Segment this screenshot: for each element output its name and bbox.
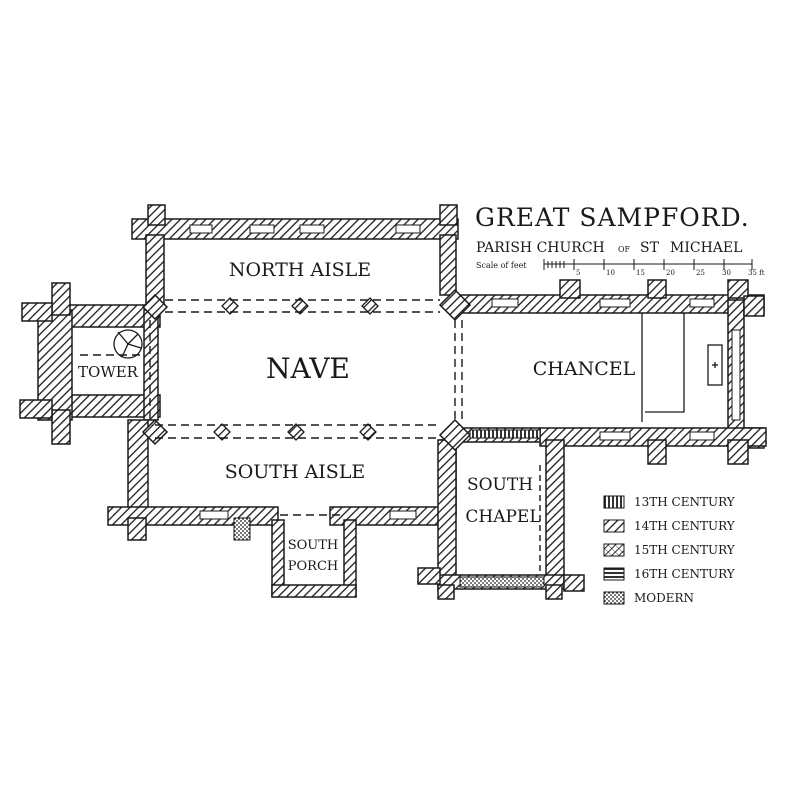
chapel-se-buttress-v: [545, 584, 563, 600]
chancel-s-buttress-1: [647, 439, 667, 465]
scale-tick-20: 20: [666, 269, 675, 277]
arcade-lines: [80, 299, 463, 516]
south-column-1: [213, 423, 231, 441]
legend-label-16th: 16TH CENTURY: [634, 567, 736, 581]
legend-item: 15TH CENTURY: [603, 543, 736, 557]
north-arcade: [221, 297, 379, 315]
ne-buttress: [439, 204, 458, 226]
label-south-aisle: SOUTH AISLE: [225, 461, 366, 483]
subtitle-of: OF: [618, 245, 631, 254]
scale-tick-10: 10: [606, 269, 615, 277]
chancel-se-buttress: [727, 439, 749, 465]
legend-item: 16TH CENTURY: [603, 567, 736, 581]
north-column-2: [291, 297, 309, 315]
tower-nw-buttress-h: [21, 302, 53, 322]
south-column-2: [287, 423, 305, 441]
label-south-porch-1: SOUTH: [288, 538, 339, 553]
scale-bar: [543, 259, 753, 270]
north-column-1: [221, 297, 239, 315]
label-tower: TOWER: [78, 363, 139, 381]
scale-tick-25: 25: [696, 269, 705, 277]
north-aisle-north-wall: [131, 218, 459, 240]
scale-tick-35: 35 ft: [748, 269, 765, 277]
chapel-sw-buttress: [417, 567, 441, 585]
label-nave: NAVE: [266, 352, 350, 385]
label-north-aisle: NORTH AISLE: [229, 259, 371, 281]
legend-swatch-14th: [603, 519, 625, 533]
chancel-ne-buttress: [727, 279, 749, 299]
chapel-se-buttress: [563, 574, 585, 592]
sw-buttress: [127, 517, 147, 541]
legend-item: MODERN: [603, 591, 694, 605]
chapel-sw-buttress-v: [437, 584, 455, 600]
thirteenth-century-section: [469, 429, 541, 439]
title-block: GREAT SAMPFORD. PARISH CHURCH OF ST MICH…: [475, 203, 765, 277]
south-arcade: [213, 423, 377, 441]
legend: 13TH CENTURY 14TH CENTURY 15TH CENTURY 1…: [603, 495, 736, 605]
legend-label-14th: 14TH CENTURY: [634, 519, 736, 533]
plan-title: GREAT SAMPFORD.: [475, 203, 750, 232]
chancel-n-buttress-1: [559, 279, 581, 299]
label-chancel: CHANCEL: [533, 358, 636, 380]
spiral-stair-icon: [113, 329, 143, 359]
chapel-west-wall: [437, 439, 457, 581]
tower-nw-buttress-v: [51, 282, 71, 316]
tower-sw-buttress-h: [19, 399, 53, 419]
north-column-3: [361, 297, 379, 315]
scale-tick-15: 15: [636, 269, 645, 277]
modern-buttress: [233, 517, 251, 541]
legend-item: 14TH CENTURY: [603, 519, 736, 533]
chapel-east-wall: [545, 439, 565, 581]
north-aisle-east-wall: [439, 234, 457, 296]
piers: [141, 288, 472, 452]
room-labels: NORTH AISLE NAVE CHANCEL TOWER SOUTH AIS…: [78, 259, 636, 574]
subtitle-part1: PARISH CHURCH: [476, 240, 605, 256]
subtitle-st: ST: [640, 240, 660, 256]
label-south-chapel-2: CHAPEL: [465, 507, 540, 527]
legend-label-13th: 13TH CENTURY: [634, 495, 736, 509]
nw-buttress: [147, 204, 166, 226]
chancel-n-buttress-2: [647, 279, 667, 299]
south-column-3: [359, 423, 377, 441]
tower-sw-buttress-v: [51, 409, 71, 445]
legend-item: 13TH CENTURY: [603, 495, 736, 509]
sanctuary: [641, 313, 723, 422]
legend-swatch-15th: [603, 543, 625, 557]
label-south-chapel-1: SOUTH: [467, 475, 533, 495]
chancel-arch-south-pier: [438, 418, 472, 452]
porch-south-wall: [271, 584, 357, 598]
scale-label: Scale of feet: [476, 261, 527, 270]
legend-label-modern: MODERN: [634, 591, 694, 605]
legend-swatch-modern: [603, 591, 625, 605]
label-south-porch-2: PORCH: [288, 559, 338, 574]
legend-swatch-13th: [603, 495, 625, 509]
subtitle-part2: MICHAEL: [670, 240, 742, 256]
legend-label-15th: 15TH CENTURY: [634, 543, 736, 557]
chancel-east-buttress-n: [743, 295, 765, 317]
tower-east-wall: [143, 309, 159, 421]
scale-tick-5: 5: [576, 269, 580, 277]
scale-tick-30: 30: [722, 269, 731, 277]
scale-ticks: 5 10 15 20 25 30 35 ft: [576, 269, 765, 277]
tower-arch-north-pier: [141, 293, 169, 321]
modern-chapel-wall: [459, 576, 545, 588]
legend-swatch-16th: [603, 567, 625, 581]
windows: [189, 224, 741, 520]
